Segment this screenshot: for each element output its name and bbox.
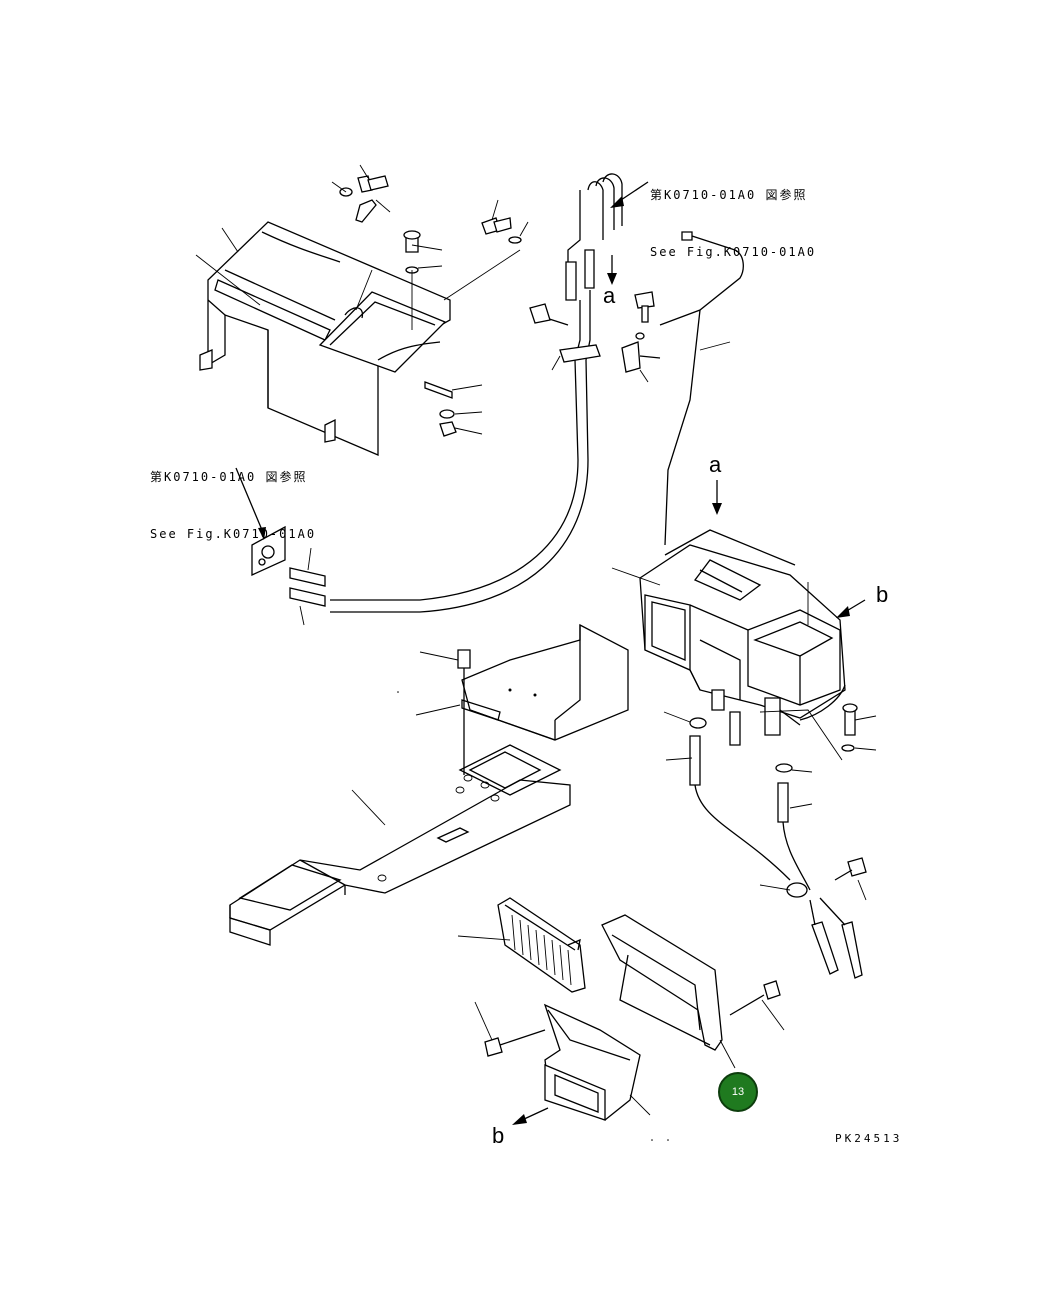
floor-plate <box>229 744 571 946</box>
direction-arrows <box>235 181 866 1125</box>
marker-b-bottom: b <box>492 1123 505 1148</box>
fasteners-right <box>689 703 867 979</box>
marker-a-mid: a <box>709 452 722 477</box>
cover-assembly <box>199 221 451 456</box>
outlet-duct <box>484 980 781 1121</box>
air-duct <box>457 623 629 775</box>
air-conditioner-unit <box>639 529 846 736</box>
see-figure-reference-top: 第K0710-01A0 図参照 See Fig.K0710-01A0 <box>650 148 816 281</box>
reference-top-line2: See Fig.K0710-01A0 <box>650 245 817 259</box>
control-cable <box>634 231 744 546</box>
filter-frame <box>601 914 723 1051</box>
reference-left-line1: 第K0710-01A0 図参照 <box>150 470 308 484</box>
marker-dots <box>397 691 669 1141</box>
marker-a-top: a <box>603 283 616 308</box>
part-number-badge[interactable]: 13 <box>718 1072 758 1112</box>
connector-plate <box>251 525 286 577</box>
drawing-code: PK24513 <box>835 1132 903 1145</box>
see-figure-reference-left: 第K0710-01A0 図参照 See Fig.K0710-01A0 <box>150 430 316 563</box>
fasteners-top-left <box>339 175 522 437</box>
marker-b-right: b <box>876 582 889 607</box>
leader-lines <box>195 164 877 1116</box>
air-filter <box>497 897 586 993</box>
reference-left-line2: See Fig.K0710-01A0 <box>150 527 317 541</box>
reference-top-line1: 第K0710-01A0 図参照 <box>650 188 808 202</box>
cable-assembly <box>289 173 661 613</box>
